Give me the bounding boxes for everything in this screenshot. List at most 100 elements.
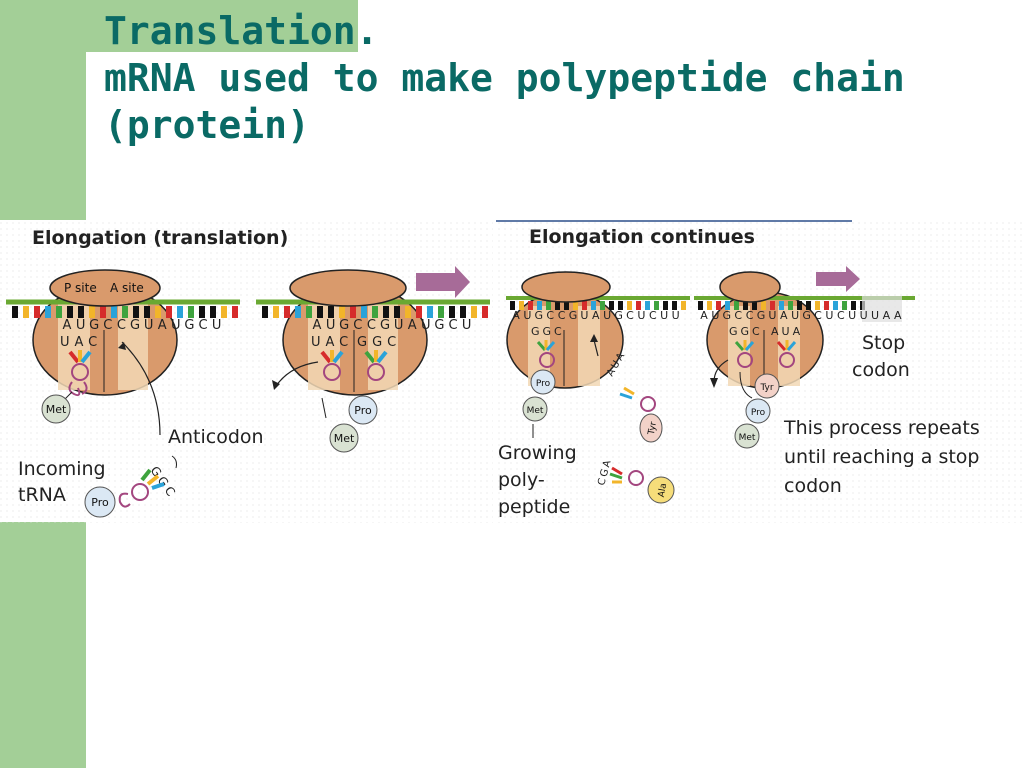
codon-tick <box>111 306 117 318</box>
growing-polypeptide-line-2: poly- <box>498 469 545 491</box>
trna-pair-2 <box>320 350 388 381</box>
codon-tick <box>528 301 533 310</box>
ala-label: Ala <box>657 482 669 498</box>
mrna-base: C <box>746 309 754 322</box>
growing-polypeptide-line-1: Growing <box>498 442 577 464</box>
stop-codon-highlight <box>862 296 902 322</box>
mrna-base: U <box>523 309 531 322</box>
codon-tick <box>654 301 659 310</box>
mrna-base: U <box>603 309 611 322</box>
codon-tick <box>725 301 730 310</box>
ribosome-3-small-subunit <box>521 271 611 303</box>
codon-tick <box>600 301 605 310</box>
codon-tick <box>698 301 703 310</box>
anticodon-bracket <box>171 455 177 469</box>
pro-residue-incoming <box>84 486 116 518</box>
mrna-base: A <box>592 309 600 322</box>
p-site-label: P site <box>64 281 97 295</box>
mrna-base: C <box>649 309 657 322</box>
codon-tick <box>328 306 334 318</box>
codon-tick <box>295 306 301 318</box>
mrna-base: U <box>825 309 833 322</box>
codon-tick <box>427 306 433 318</box>
codon-tick <box>797 301 802 310</box>
mrna-base: U <box>326 318 336 333</box>
pro-residue-3 <box>530 369 556 395</box>
mrna-base: C <box>558 309 566 322</box>
codon-tick <box>166 306 172 318</box>
mrna-base: A <box>512 309 520 322</box>
stop-codon-label-line-2: codon <box>852 359 910 381</box>
met-label-4: Met <box>739 433 756 443</box>
mrna-base: G <box>614 309 623 322</box>
codon-tick <box>383 306 389 318</box>
codon-tick <box>788 301 793 310</box>
mrna-base: G <box>723 309 732 322</box>
codon-tick <box>824 301 829 310</box>
codon-tick <box>842 301 847 310</box>
release-arrow-4 <box>739 371 753 399</box>
codon-tick <box>645 301 650 310</box>
translocation-arrow-1 <box>416 266 470 298</box>
mrna-base: C <box>103 318 112 333</box>
codon-tick <box>67 306 73 318</box>
mrna-3-codon-ticks <box>510 301 686 310</box>
pro-label-3: Pro <box>536 379 551 389</box>
codon-tick <box>833 301 838 310</box>
ribosome-4-small-subunit <box>719 271 781 303</box>
codon-tick <box>210 306 216 318</box>
ribosome-2-small-subunit <box>289 269 407 307</box>
codon-tick <box>273 306 279 318</box>
codon-tick <box>681 301 686 310</box>
mrna-base: C <box>198 318 207 333</box>
codon-tick <box>806 301 811 310</box>
slide-title-line-3: (protein) <box>104 103 310 147</box>
codon-tick <box>471 306 477 318</box>
codon-tick <box>716 301 721 310</box>
codon-tick <box>672 301 677 310</box>
mrna-base: G <box>380 318 390 333</box>
pro-residue-4 <box>745 398 771 424</box>
mrna-base: A <box>894 309 902 322</box>
codon-tick <box>734 301 739 310</box>
sidebar-decoration-bottom <box>0 522 86 768</box>
met-residue-2 <box>329 423 359 453</box>
anticodon-ggc-3: GGC <box>531 325 565 338</box>
met-residue-1 <box>41 394 71 424</box>
codon-tick <box>770 301 775 310</box>
repeat-note-line-2: until reaching a stop <box>784 446 979 468</box>
incoming-trna-tyr <box>619 386 656 412</box>
mrna-base: U <box>171 318 181 333</box>
anticodon-ggc-2: GGC <box>357 335 401 350</box>
ribosome-1-small-subunit <box>49 269 161 307</box>
codon-tick <box>155 306 161 318</box>
codon-tick <box>761 301 766 310</box>
mrna-base: G <box>802 309 811 322</box>
codon-tick <box>284 306 290 318</box>
pro-residue-2 <box>348 395 378 425</box>
mrna-base: C <box>734 309 742 322</box>
ala-residue <box>647 476 675 504</box>
repeat-note-line-1: This process repeats <box>783 417 980 439</box>
mrna-base: U <box>711 309 719 322</box>
mrna-base: G <box>339 318 349 333</box>
codon-tick <box>779 301 784 310</box>
mrna-base: A <box>63 318 72 333</box>
slide-title-line-1: Translation. <box>104 9 379 53</box>
codon-tick <box>12 306 18 318</box>
mrna-base: U <box>580 309 588 322</box>
mrna-base: U <box>860 309 868 322</box>
tyr-residue-4 <box>754 373 780 399</box>
mrna-base: A <box>408 318 417 333</box>
anticodon-pointer-head <box>118 342 126 350</box>
tyr-pointer <box>593 339 599 357</box>
mrna-base: U <box>76 318 86 333</box>
tyr-label-3: Tyr <box>647 421 659 437</box>
a-site-label: A site <box>110 281 144 295</box>
codon-tick <box>449 306 455 318</box>
codon-tick <box>460 306 466 318</box>
slide-title: Translation. mRNA used to make polypepti… <box>104 8 905 149</box>
